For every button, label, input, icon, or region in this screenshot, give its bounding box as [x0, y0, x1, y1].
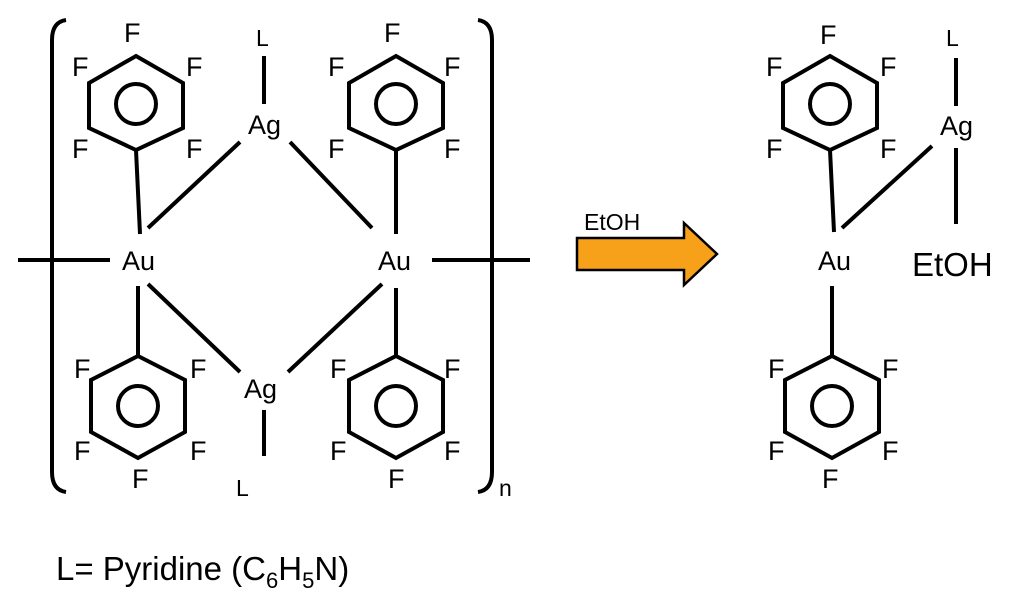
au-atom-right: Au	[378, 246, 411, 276]
svg-text:F: F	[384, 18, 401, 48]
legend-suffix: N)	[314, 550, 349, 587]
polymer-brackets: n	[18, 18, 530, 501]
svg-text:F: F	[186, 134, 203, 164]
svg-text:F: F	[74, 354, 91, 384]
ag-atom-top: Ag	[248, 110, 281, 140]
arrow-shape	[575, 220, 719, 288]
svg-text:F: F	[74, 436, 91, 466]
product-ag-atom: Ag	[940, 111, 973, 141]
svg-text:F: F	[820, 20, 837, 50]
svg-text:F: F	[882, 354, 899, 384]
ligand-legend: L= Pyridine (C6H5N)	[56, 550, 349, 593]
svg-text:F: F	[124, 18, 141, 48]
ligand-bottom: L	[236, 475, 249, 501]
c6f5-ring-top-right: F F F F F	[328, 18, 461, 164]
arrow-label: EtOH	[584, 209, 640, 235]
product: Au Ag L EtOH	[818, 25, 993, 356]
svg-text:F: F	[768, 354, 785, 384]
svg-text:F: F	[190, 354, 207, 384]
polymer-subscript: n	[499, 475, 512, 501]
svg-text:F: F	[882, 436, 899, 466]
svg-text:F: F	[880, 134, 897, 164]
svg-text:F: F	[186, 52, 203, 82]
svg-text:F: F	[388, 464, 405, 494]
svg-text:F: F	[444, 52, 461, 82]
reaction-arrow: EtOH	[575, 209, 719, 288]
svg-text:F: F	[444, 134, 461, 164]
bond-au-ag-bottomleft	[146, 282, 242, 374]
legend-h: H	[278, 550, 302, 587]
svg-text:F: F	[444, 436, 461, 466]
product-ligand: L	[946, 25, 959, 51]
c6f5-ring-bottom-left: F F F F F	[74, 353, 207, 494]
svg-text:F: F	[766, 52, 783, 82]
svg-text:F: F	[766, 134, 783, 164]
legend-c-count: 6	[266, 568, 278, 593]
bond-au-ring-tl	[134, 149, 142, 235]
bond-ag-au-topright	[288, 140, 374, 230]
svg-text:F: F	[72, 134, 89, 164]
svg-text:F: F	[330, 436, 347, 466]
svg-text:F: F	[768, 436, 785, 466]
ag-atom-bottom: Ag	[244, 374, 277, 404]
c6f5-ring-top-left: F F F F F	[72, 18, 203, 164]
svg-text:F: F	[328, 52, 345, 82]
svg-text:F: F	[72, 52, 89, 82]
product-c6f5-ring-top: F F F F F	[766, 20, 897, 164]
product-au-atom: Au	[818, 246, 851, 276]
legend-prefix: L= Pyridine (C	[56, 550, 266, 587]
bond-ag-au-bottomright	[286, 282, 384, 374]
svg-text:F: F	[444, 354, 461, 384]
svg-text:F: F	[190, 436, 207, 466]
svg-text:F: F	[822, 464, 839, 494]
ligand-top: L	[256, 25, 269, 51]
product-bond-au-ag	[840, 144, 934, 230]
svg-text:F: F	[132, 464, 149, 494]
legend-h-count: 5	[302, 568, 314, 593]
svg-text:F: F	[880, 52, 897, 82]
au-atom-left: Au	[122, 246, 155, 276]
polymer-core: Au Au Ag Ag L L	[122, 25, 411, 501]
left-bracket	[50, 18, 67, 494]
svg-text:F: F	[328, 134, 345, 164]
right-bracket	[477, 18, 494, 494]
product-solvent: EtOH	[912, 246, 993, 283]
svg-text:F: F	[330, 354, 347, 384]
bond-au-ag-topleft	[146, 140, 242, 230]
product-c6f5-ring-bottom: F F F F F	[768, 353, 899, 494]
product-bond-au-ring-top	[828, 149, 836, 233]
c6f5-ring-bottom-right: F F F F F	[330, 353, 461, 494]
